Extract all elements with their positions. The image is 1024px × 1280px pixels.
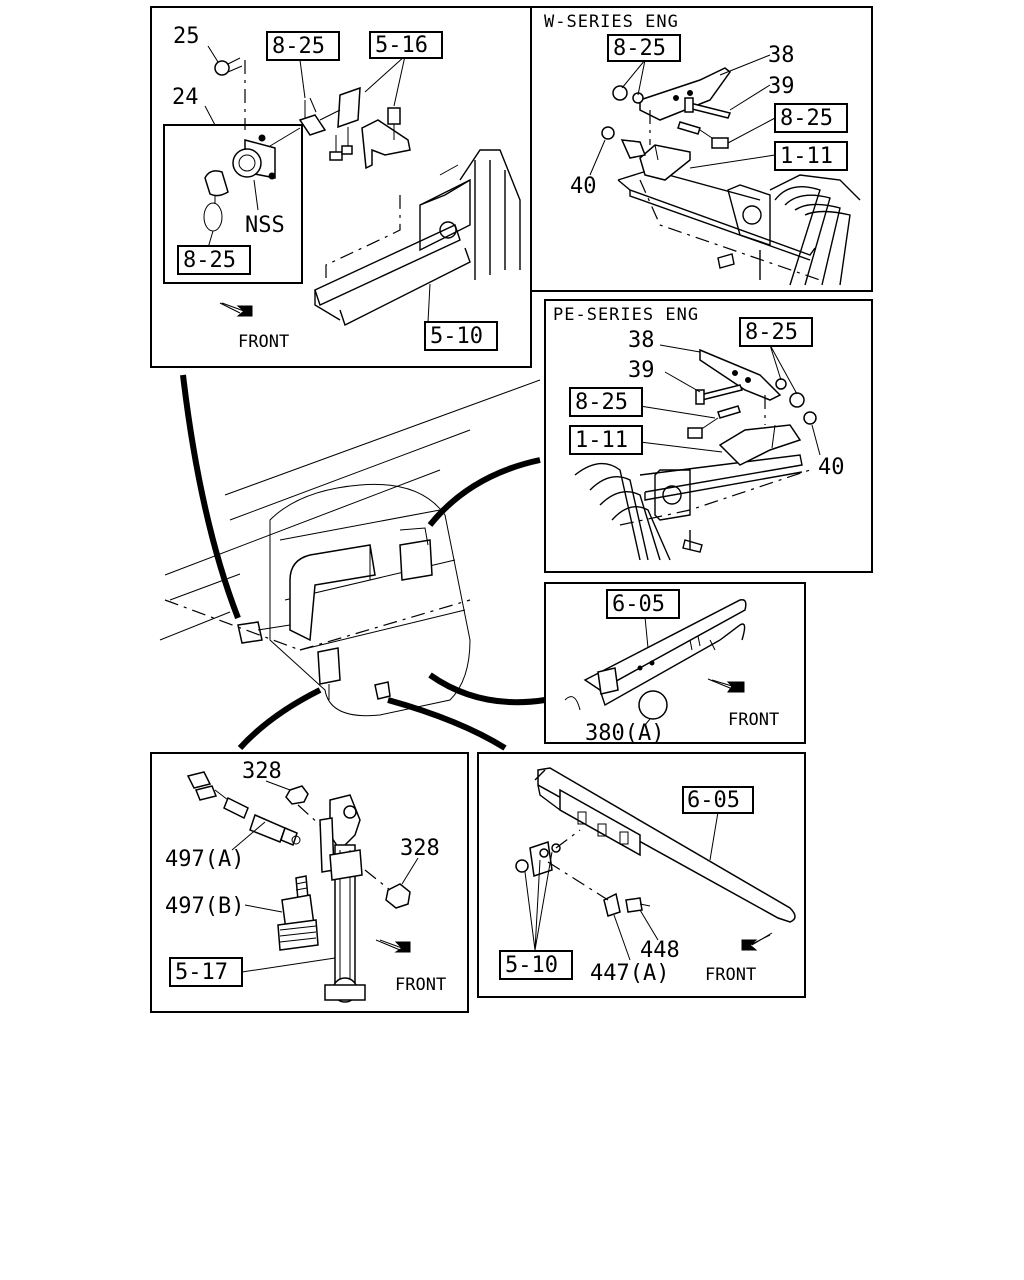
- callout-328-top: 328: [242, 759, 282, 784]
- callout-25: 25: [173, 24, 200, 49]
- panel-top-left: 25 24 NSS 8-25 5-16 8-25 5-10 FRONT: [150, 6, 532, 368]
- callout-40-pe: 40: [818, 455, 845, 480]
- ref-5-10-br: 5-10: [505, 953, 558, 978]
- callout-nss: NSS: [245, 213, 285, 238]
- ref-8-25-pe-top: 8-25: [745, 320, 798, 345]
- ref-5-16: 5-16: [375, 33, 428, 58]
- ref-6-05-br: 6-05: [687, 788, 740, 813]
- ref-8-25-w-top: 8-25: [613, 36, 666, 61]
- callout-40-w: 40: [570, 174, 597, 199]
- panel-w-series: W-SERIES ENG: [530, 6, 873, 292]
- callout-328-right: 328: [400, 836, 440, 861]
- ref-8-25-connector: 8-25: [272, 34, 325, 59]
- callout-380a: 380(A): [585, 721, 664, 746]
- ref-1-11-w: 1-11: [780, 144, 833, 169]
- callout-447a: 447(A): [590, 961, 669, 986]
- callout-497b: 497(B): [165, 894, 244, 919]
- ref-5-10: 5-10: [430, 324, 483, 349]
- callout-24: 24: [172, 85, 199, 110]
- ref-8-25-cap: 8-25: [183, 248, 236, 273]
- callout-38-pe: 38: [628, 328, 655, 353]
- front-label: FRONT: [238, 332, 289, 352]
- panel-pe-series: PE-SERIES ENG: [544, 299, 873, 573]
- callout-448: 448: [640, 938, 680, 963]
- callout-38-w: 38: [768, 43, 795, 68]
- ref-8-25-pe-sensor: 8-25: [575, 390, 628, 415]
- callout-497a: 497(A): [165, 847, 244, 872]
- panel-bottom-right: 6-05 5-10 448 447(A) FRONT: [477, 752, 806, 998]
- ref-6-05-mid: 6-05: [612, 592, 665, 617]
- pe-series-heading: PE-SERIES ENG: [553, 305, 699, 325]
- callout-39-pe: 39: [628, 358, 655, 383]
- panel-plug-380a: 6-05 380(A) FRONT: [544, 582, 806, 746]
- panel-bottom-left: 328 328 497(A) 497(B) 5-17 FRONT: [150, 752, 469, 1013]
- w-series-heading: W-SERIES ENG: [544, 12, 679, 32]
- cab-overview: [159, 374, 546, 751]
- ref-8-25-w-sensor: 8-25: [780, 106, 833, 131]
- front-label-br: FRONT: [705, 965, 756, 985]
- callout-39-w: 39: [768, 74, 795, 99]
- ref-1-11-pe: 1-11: [575, 428, 628, 453]
- front-label-bl: FRONT: [395, 975, 446, 995]
- front-label-mid: FRONT: [728, 710, 779, 730]
- ref-5-17: 5-17: [175, 960, 228, 985]
